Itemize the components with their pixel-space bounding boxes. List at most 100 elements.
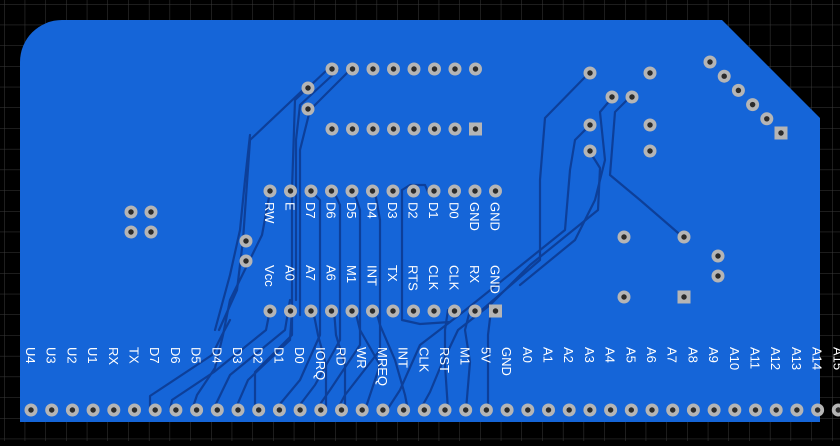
edge-pin (646, 404, 659, 417)
pin-label: D1 (271, 347, 286, 364)
edge-pin (749, 404, 762, 417)
edge-pin (149, 404, 162, 417)
lower-header-pin (448, 305, 461, 318)
pin-label: INT (396, 347, 411, 368)
edge-pin (314, 404, 327, 417)
ic-pin-top (326, 63, 339, 76)
pin-label: TX (127, 347, 142, 364)
pin-label: D4 (209, 347, 224, 364)
edge-pin (66, 404, 79, 417)
edge-pin (439, 404, 452, 417)
diagonal-header-pin (718, 70, 731, 83)
pin-label: U4 (23, 347, 38, 364)
pin-label: A6 (324, 265, 339, 281)
pad (302, 82, 315, 95)
pad (240, 255, 253, 268)
pin-label: RTS (406, 265, 421, 291)
diagonal-header-pin (732, 84, 745, 97)
pad (125, 206, 138, 219)
pin-label: D5 (189, 347, 204, 364)
upper-header-pin (387, 185, 400, 198)
ic-pin-bottom (469, 123, 482, 136)
pin-label: TX (385, 265, 400, 282)
pad (125, 226, 138, 239)
pad (584, 119, 597, 132)
edge-pin (418, 404, 431, 417)
pin-label: GND (488, 202, 503, 231)
edge-pin (501, 404, 514, 417)
pin-label: E (283, 202, 298, 211)
pin-label: CLK (416, 347, 431, 373)
pin-label: CLK (447, 265, 462, 291)
edge-pin (728, 404, 741, 417)
edge-pin (687, 404, 700, 417)
pad (644, 145, 657, 158)
pin-label: D3 (385, 202, 400, 219)
pin-label: U1 (85, 347, 100, 364)
edge-pin (480, 404, 493, 417)
edge-pin (273, 404, 286, 417)
edge-pin (521, 404, 534, 417)
pin-label: A9 (706, 347, 721, 363)
pad (584, 67, 597, 80)
lower-header-pin (387, 305, 400, 318)
upper-header-pin (407, 185, 420, 198)
pin-label: D1 (426, 202, 441, 219)
edge-pin (563, 404, 576, 417)
pin-label: A15 (830, 347, 840, 370)
pin-label: A0 (283, 265, 298, 281)
lower-header-pin (346, 305, 359, 318)
pin-label: CLK (426, 265, 441, 291)
pin-label: A7 (665, 347, 680, 363)
ic-pin-top (346, 63, 359, 76)
pin-label: D6 (324, 202, 339, 219)
pin-label: D7 (147, 347, 162, 364)
pin-label: M1 (344, 265, 359, 283)
pin-label: U3 (44, 347, 59, 364)
edge-pin (542, 404, 555, 417)
upper-header-pin (346, 185, 359, 198)
pin-label: A1 (541, 347, 556, 363)
lower-header-pin (489, 305, 502, 318)
pin-label: A5 (623, 347, 638, 363)
ic-pin-top (428, 63, 441, 76)
lower-header-pin (366, 305, 379, 318)
edge-pin (335, 404, 348, 417)
edge-pin (790, 404, 803, 417)
diagonal-header-pin (760, 112, 773, 125)
upper-header-pin (284, 185, 297, 198)
ic-pin-top (469, 63, 482, 76)
pad (145, 226, 158, 239)
pad (302, 103, 315, 116)
pin-label: D0 (447, 202, 462, 219)
ic-pin-bottom (408, 123, 421, 136)
pad (644, 119, 657, 132)
diagonal-header-pin (775, 127, 788, 140)
edge-pin (294, 404, 307, 417)
pin-label: A4 (603, 347, 618, 363)
edge-pin (128, 404, 141, 417)
pad (678, 291, 691, 304)
pin-label: D5 (344, 202, 359, 219)
ic-pin-top (387, 63, 400, 76)
pad (606, 91, 619, 104)
lower-header-pin (305, 305, 318, 318)
upper-header-pin (325, 185, 338, 198)
upper-header-pin (264, 185, 277, 198)
edge-pin (604, 404, 617, 417)
diagonal-header-pin (704, 56, 717, 69)
edge-pin (25, 404, 38, 417)
pad (240, 235, 253, 248)
upper-header-pin (428, 185, 441, 198)
pad (712, 250, 725, 263)
pin-label: A13 (789, 347, 804, 370)
ic-pin-bottom (428, 123, 441, 136)
lower-header-pin (428, 305, 441, 318)
edge-pin (107, 404, 120, 417)
pin-label: D2 (406, 202, 421, 219)
edge-pin (708, 404, 721, 417)
pad (618, 291, 631, 304)
pin-label: A0 (520, 347, 535, 363)
pin-label: WR (354, 347, 369, 369)
